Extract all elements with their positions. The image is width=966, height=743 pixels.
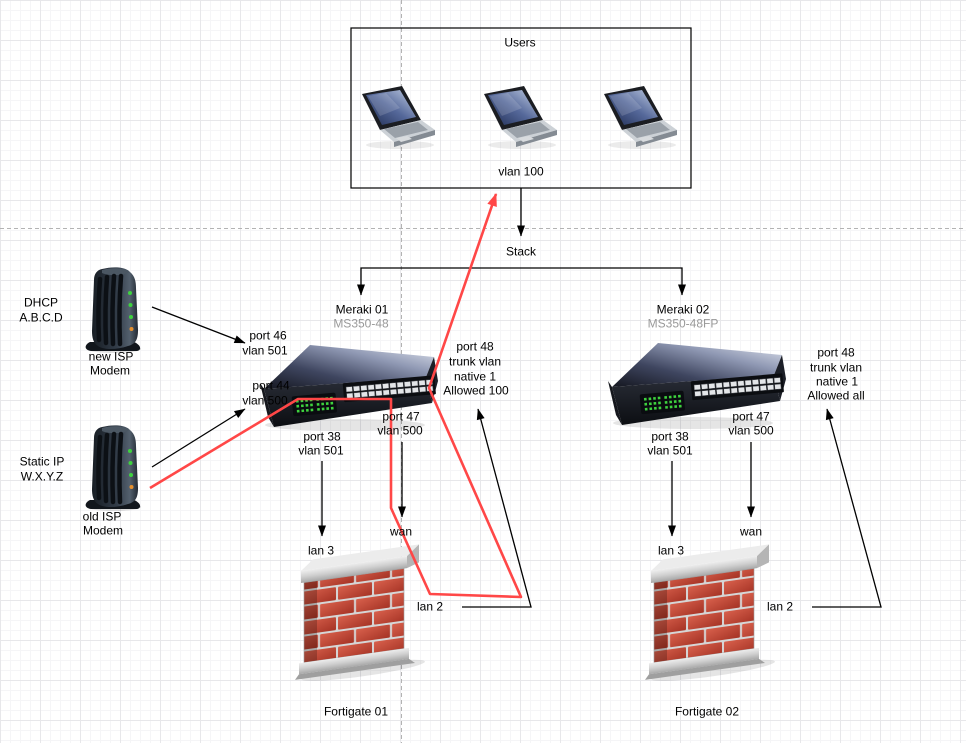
m1-port48-label-line1[interactable]: port 48 [456,339,494,354]
laptop-3-icon[interactable] [604,86,677,149]
modem-icon-old-isp[interactable] [86,425,141,511]
m1-port38-label-line1[interactable]: port 38 [303,429,341,444]
m2-port38-label-line2[interactable]: vlan 501 [647,443,693,458]
fw2-wan-label[interactable]: wan [739,524,763,539]
new-modem-info-line1[interactable]: DHCP [23,295,59,310]
edge-new-modem-to-port46[interactable] [151,306,246,344]
modem-icon-new-isp[interactable] [86,267,141,353]
edge-stack-bracket[interactable] [357,267,686,296]
m2-port47-label-line1[interactable]: port 47 [732,409,770,424]
fw1-lan2-label[interactable]: lan 2 [416,599,444,614]
new-modem-info-line2[interactable]: A.B.C.D [19,310,63,325]
old-modem-info-line2[interactable]: W.X.Y.Z [20,469,64,484]
edge-red-path-old-modem-to-users[interactable] [149,193,523,599]
m1-port48-label-line3[interactable]: native 1 [453,369,497,384]
laptop-2-icon[interactable] [484,86,557,149]
fw1-wan-label[interactable]: wan [389,524,413,539]
fw2-lan2-label[interactable]: lan 2 [766,599,794,614]
m1-port48-label-line2[interactable]: trunk vlan [448,354,502,369]
meraki-01-model[interactable]: MS350-48 [333,316,389,331]
m1-port44-label-line2[interactable]: vlan 500 [242,393,288,408]
m2-port48-label-line4[interactable]: Allowed all [807,388,865,403]
users-vlan-label[interactable]: vlan 100 [498,164,544,179]
m2-port47-label-line2[interactable]: vlan 500 [728,423,774,438]
firewall-icon-fortigate-01[interactable] [294,543,426,687]
new-modem-caption-line2[interactable]: Modem [89,363,131,378]
firewall-icon-fortigate-02[interactable] [644,543,776,687]
edge-old-modem-to-port44[interactable] [151,408,246,468]
fortigate-02-name[interactable]: Fortigate 02 [674,704,740,719]
fw2-lan3-label[interactable]: lan 3 [657,543,685,558]
meraki-01-name[interactable]: Meraki 01 [335,302,389,317]
m1-port46-label-line1[interactable]: port 46 [249,328,287,343]
m1-port38-label-line2[interactable]: vlan 501 [298,443,344,458]
m2-port48-label-line1[interactable]: port 48 [817,345,855,360]
stack-label[interactable]: Stack [505,244,537,259]
m1-port48-label-line4[interactable]: Allowed 100 [443,383,509,398]
users-group-title[interactable]: Users [504,35,536,50]
m2-port48-label-line3[interactable]: native 1 [815,374,859,389]
m2-port38-label-line1[interactable]: port 38 [651,429,689,444]
m1-port47-label-line1[interactable]: port 47 [382,409,420,424]
m1-port46-label-line2[interactable]: vlan 501 [242,343,288,358]
new-modem-caption-line1[interactable]: new ISP [88,349,134,364]
old-modem-info-line1[interactable]: Static IP [19,454,65,469]
laptop-1-icon[interactable] [362,86,435,149]
m1-port47-label-line2[interactable]: vlan 500 [377,423,423,438]
meraki-02-model[interactable]: MS350-48FP [647,316,719,331]
old-modem-caption-line2[interactable]: Modem [82,523,124,538]
m1-port44-label-line1[interactable]: port 44 [252,378,290,393]
edge-m1-lan2-to-port48[interactable] [462,408,532,608]
fortigate-01-name[interactable]: Fortigate 01 [323,704,389,719]
m2-port48-label-line2[interactable]: trunk vlan [809,360,863,375]
fw1-lan3-label[interactable]: lan 3 [307,543,335,558]
old-modem-caption-line1[interactable]: old ISP [82,509,122,524]
meraki-02-name[interactable]: Meraki 02 [656,302,710,317]
edge-m2-lan2-to-port48[interactable] [812,408,882,608]
